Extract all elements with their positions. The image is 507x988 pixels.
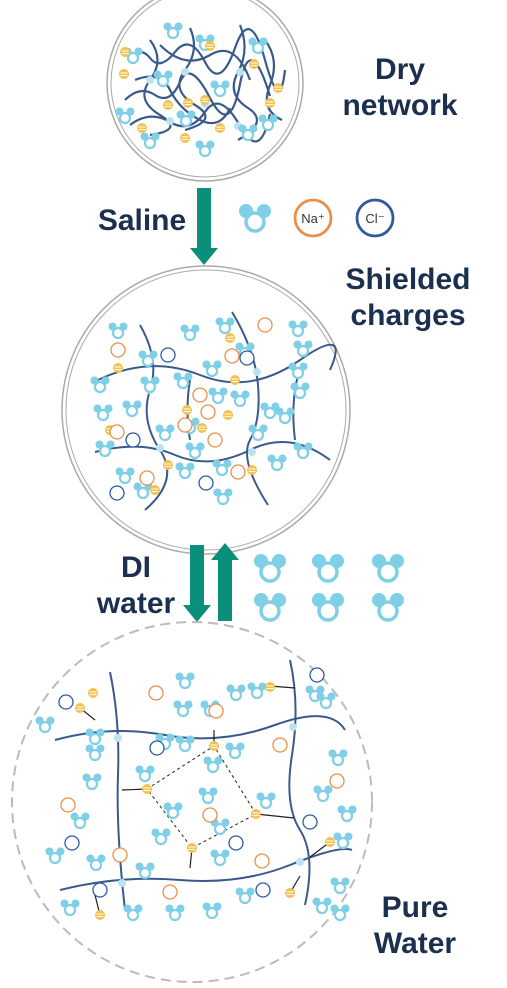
dry-network-label: Dry network bbox=[330, 52, 470, 124]
swollen-sodium-ions bbox=[60, 685, 345, 900]
pure-water-label-line2: Water bbox=[373, 927, 457, 960]
di-water-label: DI water bbox=[86, 550, 186, 622]
arrow-down-icon bbox=[183, 545, 211, 622]
pure-water-panel bbox=[11, 621, 373, 983]
pure-water-label-line1: Pure bbox=[381, 891, 449, 924]
swollen-chloride-ions bbox=[58, 667, 325, 898]
di-water-molecules bbox=[252, 552, 406, 622]
sodium-ion-icon bbox=[293, 198, 333, 238]
di-water-arrows bbox=[183, 543, 239, 622]
di-water-label-line2: water bbox=[96, 587, 176, 620]
shielded-sodium-ions bbox=[109, 317, 273, 486]
dry-network-label-line1: Dry bbox=[374, 53, 426, 86]
saline-label: Saline bbox=[97, 204, 187, 237]
saline-species-legend bbox=[237, 198, 395, 238]
shielded-charges-label: Shielded charges bbox=[328, 262, 488, 334]
di-water-label-line1: DI bbox=[121, 551, 151, 584]
dry-network-label-line2: network bbox=[342, 89, 458, 122]
swollen-crosslinks bbox=[114, 723, 304, 887]
water-molecule-icon bbox=[237, 202, 273, 233]
swollen-polymer-chains bbox=[54, 659, 353, 911]
legend-cl-label: Cl⁻ bbox=[365, 211, 384, 226]
shielded-charges-panel bbox=[61, 265, 351, 555]
shielded-chloride-ions bbox=[109, 347, 255, 501]
shielded-charges-label-line2: charges bbox=[350, 299, 466, 332]
saline-arrow bbox=[190, 188, 218, 265]
dry-network-panel bbox=[106, 0, 304, 182]
arrow-up-icon bbox=[211, 543, 239, 621]
shielded-charges-label-line1: Shielded bbox=[345, 263, 471, 296]
legend-na-label: Na⁺ bbox=[301, 211, 324, 226]
pure-water-label: Pure Water bbox=[355, 890, 475, 962]
chloride-ion-icon bbox=[355, 198, 395, 238]
dry-polymer-chains bbox=[124, 24, 287, 143]
